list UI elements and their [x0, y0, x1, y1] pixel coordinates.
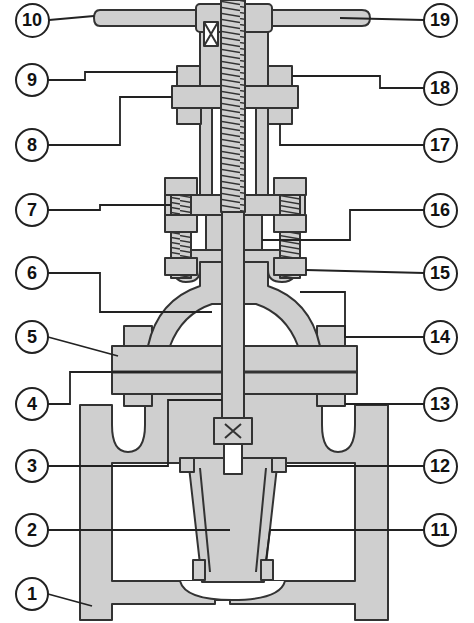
callout-circle: 13: [423, 387, 458, 422]
callout-number: 11: [430, 521, 449, 539]
yoke: [256, 108, 268, 195]
seat-ring: [272, 458, 286, 472]
leader-line: [48, 97, 172, 145]
callout-circle: 4: [15, 387, 49, 421]
callout-circle: 9: [15, 63, 49, 97]
yoke-bolt-nut: [177, 66, 201, 86]
callout-number: 13: [430, 395, 450, 413]
callout-number: 14: [430, 328, 450, 346]
leader-line: [340, 18, 424, 20]
callout-circle: 1: [15, 577, 49, 611]
yoke-bolt-nut: [268, 66, 292, 86]
stem: [222, 212, 244, 424]
leader-line: [48, 337, 118, 356]
stud-nut: [165, 178, 197, 195]
stud-nut: [274, 258, 306, 275]
callout-circle: 7: [15, 193, 49, 227]
leader-line: [306, 270, 424, 273]
callout-number: 3: [27, 457, 37, 475]
leader-line: [300, 292, 424, 337]
leader-line: [262, 210, 424, 240]
flange-face: [354, 463, 356, 581]
callout-circle: 3: [15, 449, 49, 483]
bolt-nut: [317, 326, 345, 346]
leader-line: [48, 372, 150, 404]
callout-number: 17: [430, 136, 450, 154]
flange-face: [111, 463, 113, 581]
callout-number: 9: [27, 71, 37, 89]
wedge: [188, 458, 278, 582]
body-cavity: [180, 581, 285, 600]
illustration-part: [80, 0, 388, 620]
callout-number: 15: [430, 264, 450, 282]
callout-circle: 10: [15, 3, 50, 38]
wedge-slot: [224, 444, 242, 474]
yoke-bolt-nut: [268, 108, 292, 124]
callout-circle: 16: [423, 193, 458, 228]
callout-number: 8: [27, 136, 37, 154]
handwheel: [94, 10, 200, 26]
callout-number: 4: [27, 395, 37, 413]
bolt-nut: [317, 394, 345, 406]
seat-ring: [261, 560, 273, 580]
callout-number: 1: [27, 585, 37, 603]
stem-thread: [221, 0, 245, 212]
yoke-bolt-nut: [177, 108, 201, 124]
callout-number: 6: [27, 264, 37, 282]
cross-mark: [204, 22, 218, 46]
callout-number: 16: [430, 201, 450, 219]
leader-line: [280, 124, 424, 145]
bolt-nut: [124, 394, 152, 406]
stud-nut: [165, 215, 197, 232]
callout-circle: 2: [15, 513, 49, 547]
callout-number: 10: [22, 11, 42, 29]
leader-line: [266, 530, 424, 560]
callout-circle: 12: [423, 449, 458, 484]
leader-line: [48, 273, 212, 312]
callout-circle: 8: [15, 128, 49, 162]
leader-line: [48, 205, 171, 210]
leader-line: [48, 529, 230, 531]
wedge-face: [200, 468, 266, 572]
callout-circle: 18: [423, 71, 458, 106]
seat-ring: [180, 458, 194, 472]
leader-line: [48, 72, 178, 80]
callout-number: 12: [430, 457, 450, 475]
stud-nut: [165, 258, 197, 275]
handwheel-nut-mark: [204, 22, 218, 46]
callout-circle: 5: [15, 320, 49, 354]
stud-nut: [274, 215, 306, 232]
callout-circle: 17: [423, 128, 458, 163]
leader-line: [48, 594, 92, 606]
leader-line: [48, 400, 222, 466]
leader-lines: [48, 16, 424, 606]
stem-head: [214, 418, 252, 444]
leader-line: [49, 16, 94, 20]
callout-circle: 11: [423, 513, 457, 547]
leader-line: [292, 76, 424, 88]
callout-circle: 14: [423, 320, 458, 355]
stud-nut: [274, 178, 306, 195]
leader-line: [345, 403, 424, 405]
callout-circle: 15: [423, 256, 458, 291]
seat-ring: [193, 560, 205, 580]
callout-number: 5: [27, 328, 37, 346]
leader-line: [286, 465, 424, 467]
callout-number: 7: [27, 201, 37, 219]
callout-circle: 6: [15, 256, 49, 290]
cross-mark: [225, 424, 241, 438]
callout-number: 18: [430, 79, 450, 97]
callout-number: 2: [27, 521, 37, 539]
valve-body: [80, 394, 388, 620]
callout-circle: 19: [423, 3, 458, 38]
callout-number: 19: [430, 11, 450, 29]
